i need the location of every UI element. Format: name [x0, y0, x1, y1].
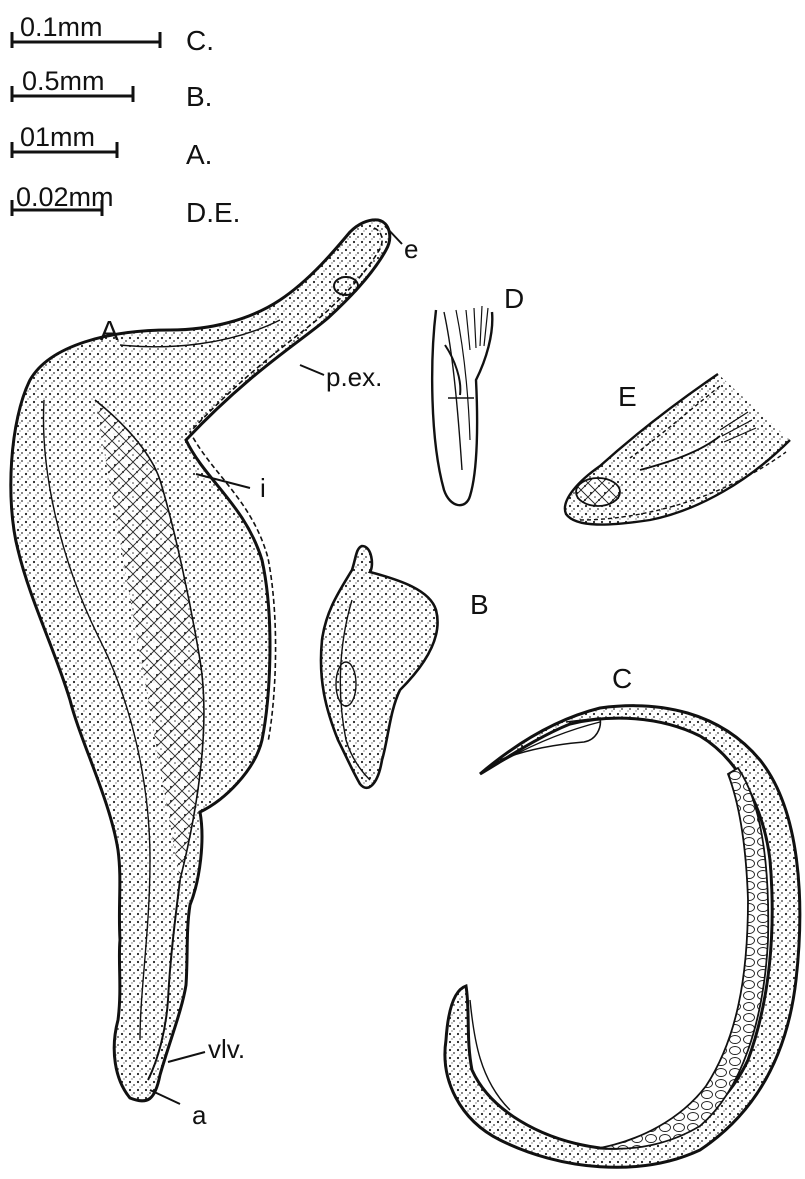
annotation-i: i — [260, 473, 266, 503]
scale-bar-b-figure: B. — [186, 81, 212, 112]
scale-bar-a: 01mm A. — [12, 122, 212, 170]
scale-bar-c-figure: C. — [186, 25, 214, 56]
scale-bar-b-length: 0.5mm — [22, 66, 105, 96]
figure-b-label: B — [470, 589, 489, 620]
figure-e-label: E — [618, 381, 637, 412]
annotation-a: a — [192, 1100, 207, 1130]
figure-c-label: C — [612, 663, 632, 694]
scale-bar-c: 0.1mm C. — [12, 12, 214, 56]
scale-bar-b: 0.5mm B. — [12, 66, 212, 112]
scale-bar-c-length: 0.1mm — [20, 12, 103, 42]
figure-d-spicule — [432, 306, 492, 505]
annotation-e: e — [404, 234, 418, 264]
scale-bar-a-length: 01mm — [20, 122, 95, 152]
annotation-vlv: vlv. — [208, 1034, 245, 1064]
scale-bar-de-figure: D.E. — [186, 197, 240, 228]
scale-bar-a-figure: A. — [186, 139, 212, 170]
figure-a-label: A — [100, 315, 119, 346]
annotation-p-ex: p.ex. — [326, 362, 382, 392]
figure-d-label: D — [504, 283, 524, 314]
figure-e-tail — [565, 374, 790, 525]
scale-bar-de-length: 0.02mm — [16, 182, 114, 212]
scale-bar-de: 0.02mm D.E. — [12, 182, 240, 228]
figure-b-larva — [321, 546, 438, 788]
figure-c-coiled-body — [445, 706, 800, 1168]
